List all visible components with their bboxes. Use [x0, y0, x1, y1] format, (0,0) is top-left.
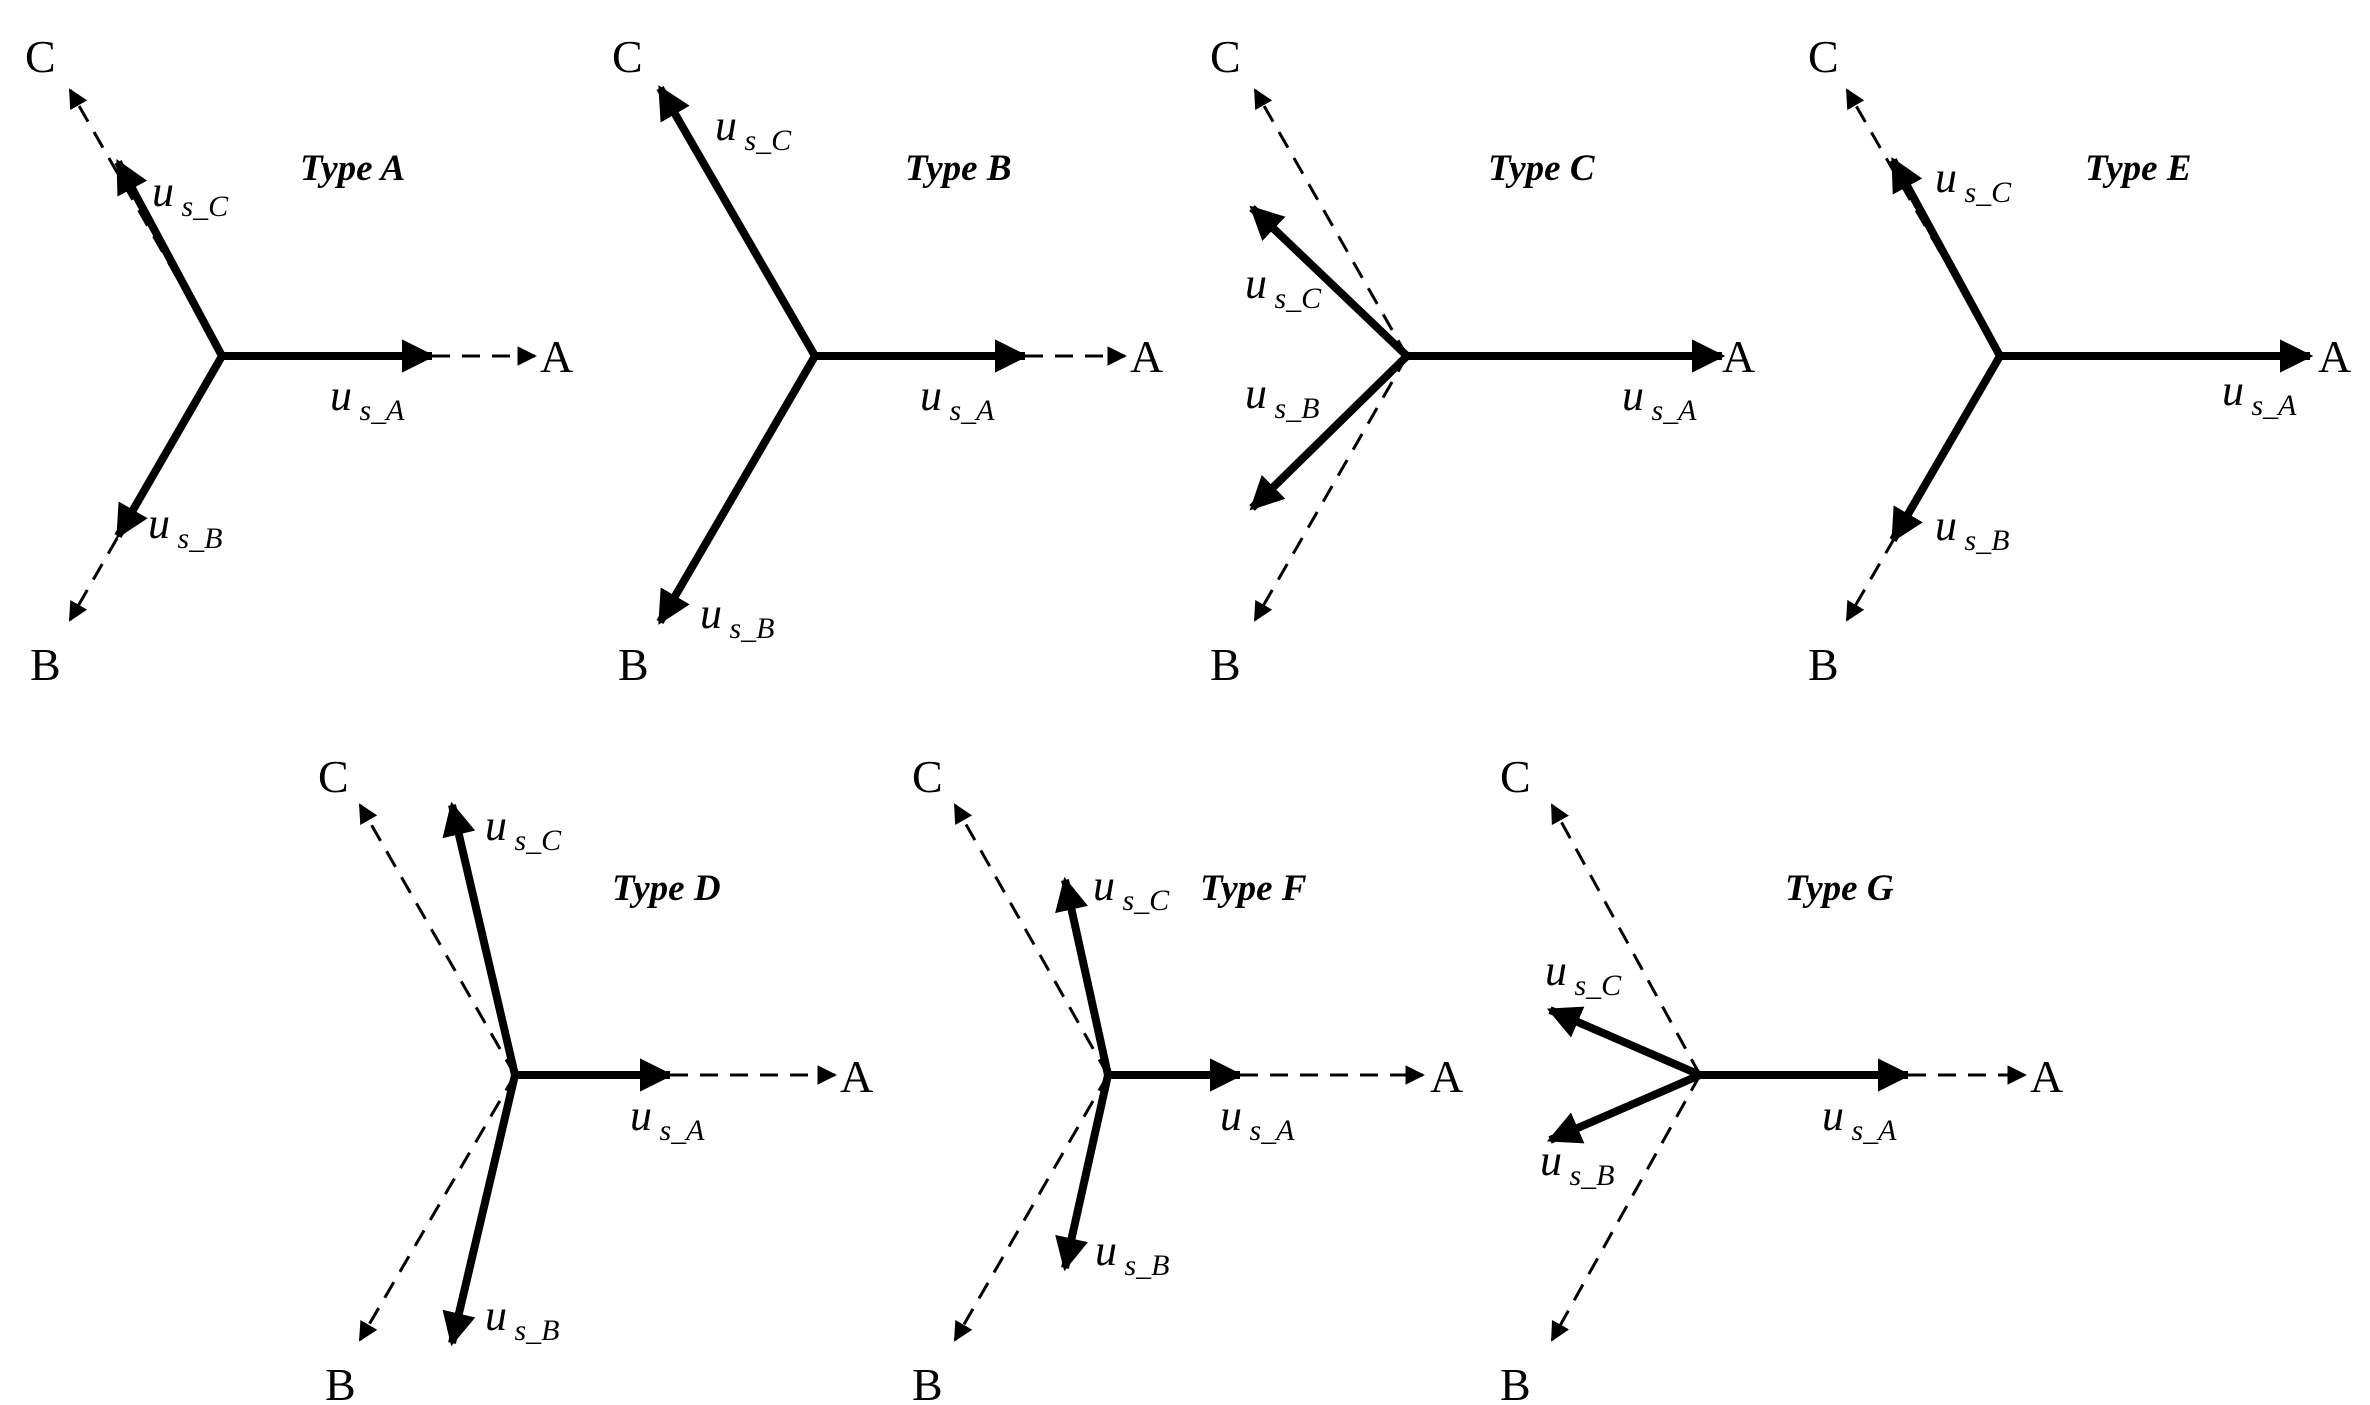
label-us-c: u s_C	[1935, 153, 2012, 209]
label-us-a: u s_A	[1622, 371, 1697, 427]
label-us-c: u s_C	[152, 167, 229, 223]
phasor-us-c	[114, 159, 226, 358]
label-us-c: u s_C	[485, 801, 562, 857]
axis-label-b: B	[912, 1359, 943, 1405]
phasor-us-b	[1249, 353, 1410, 511]
phasor-us-b	[442, 1074, 519, 1347]
phasor-us-c	[1546, 1006, 1702, 1079]
label-us-c: u s_C	[1545, 946, 1622, 1002]
label-us-a: u s_A	[920, 371, 995, 427]
reference-arrow-c	[1550, 803, 1702, 1076]
label-us-b: u s_B	[148, 499, 223, 555]
label-us-b: u s_B	[485, 1291, 560, 1347]
panel-title: Type F	[1200, 868, 1307, 909]
axis-label-a: A	[2030, 1051, 2063, 1102]
label-us-c: u s_C	[1093, 861, 1170, 917]
phasor-panel-type-d: u s_Au s_B u s_C A B C Type D	[318, 751, 873, 1405]
label-us-b: u s_B	[1245, 369, 1320, 425]
axis-label-b: B	[1500, 1359, 1531, 1405]
reference-arrow-b	[358, 1074, 517, 1342]
label-us-a: u s_A	[330, 371, 405, 427]
panel-title: Type D	[612, 868, 721, 909]
label-us-a: u s_A	[2222, 366, 2297, 422]
axis-label-b: B	[325, 1359, 356, 1405]
reference-arrow-c	[953, 803, 1110, 1076]
axis-label-c: C	[1808, 31, 1839, 82]
axis-label-c: C	[1500, 751, 1531, 802]
phasor-us-c	[656, 85, 819, 359]
phasor-panel-type-g: u s_Au s_B u s_C A B C Type G	[1500, 751, 2063, 1405]
axis-label-c: C	[318, 751, 349, 802]
phasor-us-b	[1546, 1071, 1702, 1144]
axis-label-a: A	[540, 331, 573, 382]
reference-arrow-b	[1253, 355, 1409, 622]
axis-label-a: A	[1430, 1051, 1463, 1102]
phasor-us-b	[1889, 353, 2004, 543]
phasor-us-b	[656, 353, 819, 625]
axis-label-c: C	[25, 31, 56, 82]
axis-label-b: B	[30, 639, 61, 690]
reference-arrow-c	[1253, 88, 1409, 357]
axis-label-c: C	[1210, 31, 1241, 82]
label-us-b: u s_B	[1935, 501, 2010, 557]
label-us-c: u s_C	[1245, 259, 1322, 315]
axis-label-a: A	[2318, 331, 2351, 382]
phasor-panel-type-a: u s_Au s_B u s_C A B C Type A	[25, 31, 573, 690]
panel-title: Type E	[2085, 148, 2192, 189]
axis-label-c: C	[612, 31, 643, 82]
panel-title: Type G	[1785, 868, 1894, 909]
label-us-a: u s_A	[1220, 1091, 1295, 1147]
phasor-panel-type-b: u s_Au s_B u s_C A B C Type B	[612, 31, 1163, 690]
reference-arrow-b	[1550, 1074, 1702, 1342]
phasor-us-c	[442, 801, 519, 1076]
reference-arrow-b	[953, 1074, 1110, 1342]
phasor-panel-type-f: u s_Au s_B u s_C A B C Type F	[912, 751, 1463, 1405]
reference-arrow-c	[68, 88, 224, 357]
axis-label-a: A	[840, 1051, 873, 1102]
axis-label-c: C	[912, 751, 943, 802]
phasor-us-b	[114, 353, 226, 539]
panel-title: Type A	[300, 148, 405, 189]
phasor-us-b	[1055, 1074, 1112, 1272]
axis-label-b: B	[1808, 639, 1839, 690]
label-us-b: u s_B	[1540, 1136, 1615, 1192]
label-us-a: u s_A	[630, 1091, 705, 1147]
phasor-panel-type-e: u s_Au s_B u s_C A B C Type E	[1808, 31, 2351, 690]
phasor-panel-type-c: u s_A u s_B u s_C A B C Type C	[1210, 31, 1755, 690]
panel-title: Type C	[1488, 148, 1596, 189]
phasor-us-c	[1249, 205, 1410, 359]
axis-label-b: B	[1210, 639, 1241, 690]
label-us-a: u s_A	[1822, 1091, 1897, 1147]
reference-arrow-c	[358, 803, 517, 1076]
axis-label-a: A	[1130, 331, 1163, 382]
panel-title: Type B	[905, 148, 1012, 189]
label-us-b: u s_B	[700, 589, 775, 645]
phasor-us-c	[1889, 157, 2004, 358]
axis-label-a: A	[1722, 331, 1755, 382]
label-us-c: u s_C	[715, 101, 792, 157]
axis-label-b: B	[618, 639, 649, 690]
label-us-b: u s_B	[1095, 1226, 1170, 1282]
phasor-us-c	[1055, 876, 1112, 1076]
